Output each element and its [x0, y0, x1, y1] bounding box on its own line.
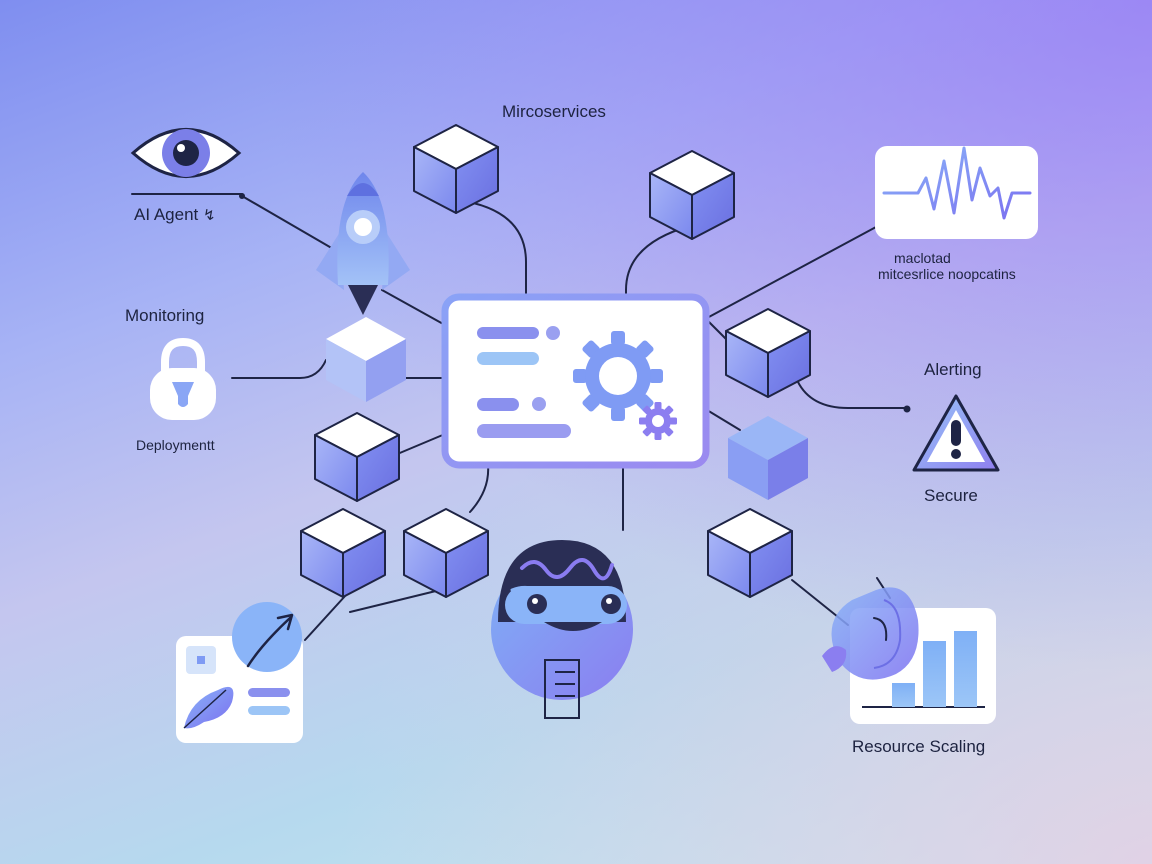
central-dashboard-panel	[441, 293, 710, 469]
panel-bar	[477, 398, 519, 411]
connector-cube-lower	[469, 464, 490, 513]
eye-icon	[130, 128, 242, 178]
connector-rocket-panel	[381, 289, 446, 326]
panel-dot	[532, 397, 546, 411]
microservice-cube	[725, 308, 811, 398]
small-gear-icon	[639, 402, 677, 440]
connector-node	[903, 405, 911, 413]
alerting-label: Alerting	[924, 360, 982, 379]
deployment-label: Deploymentt	[136, 437, 215, 453]
waveform-caption-line1: maclotad	[894, 250, 951, 266]
microservice-cube	[413, 124, 499, 214]
connector-lock	[231, 359, 327, 379]
warning-icon	[912, 394, 1000, 472]
secure-label: Secure	[924, 486, 978, 505]
connector-right-cube	[706, 319, 728, 341]
waveform-line	[882, 146, 1032, 220]
connector-right-block	[706, 409, 741, 431]
resource-scaling-card	[822, 587, 996, 724]
ai-agent-label: AI Agent ↯	[134, 205, 216, 225]
gear-icon	[573, 331, 663, 421]
microservice-cube	[326, 317, 406, 402]
panel-bar	[477, 327, 539, 339]
connector-alerting	[796, 379, 907, 409]
connector-left-cube	[394, 433, 446, 456]
microservice-cube	[403, 508, 489, 598]
waveform-caption-line2: mitcesrlice noopcatins	[878, 266, 1016, 282]
monitoring-label: Monitoring	[125, 306, 205, 325]
waveform-card	[875, 146, 1038, 239]
rocket-icon	[316, 172, 410, 315]
microservice-cube	[300, 508, 386, 598]
ai-agent-text: AI Agent	[134, 205, 199, 224]
microservice-cube	[707, 508, 793, 598]
connector-node	[239, 193, 245, 199]
connector-editor-card	[304, 594, 347, 641]
resource-scaling-label: Resource Scaling	[852, 737, 986, 756]
connector-editor-card-2	[349, 589, 441, 613]
editor-card	[176, 602, 303, 743]
robot-icon	[491, 540, 633, 719]
scaling-bar	[954, 631, 977, 707]
microservices-label: Mircoservices	[502, 102, 606, 121]
connector-lines	[131, 193, 907, 641]
lock-icon	[150, 337, 216, 420]
microservice-cube	[649, 150, 735, 240]
abstract-blob-icon	[822, 587, 919, 680]
connector-microservices-cube	[457, 199, 527, 299]
panel-bar	[477, 352, 539, 365]
connector-top-right-cube	[625, 225, 691, 299]
scaling-bar	[923, 641, 946, 707]
connector-chart-card	[706, 226, 877, 319]
microservice-cube	[728, 416, 808, 500]
connector-agent-rocket	[241, 195, 336, 251]
scaling-bar	[892, 683, 915, 707]
microservice-cube	[314, 412, 400, 502]
panel-dot	[546, 326, 560, 340]
ai-agent-glyph: ↯	[203, 207, 216, 224]
panel-bar	[477, 424, 571, 438]
